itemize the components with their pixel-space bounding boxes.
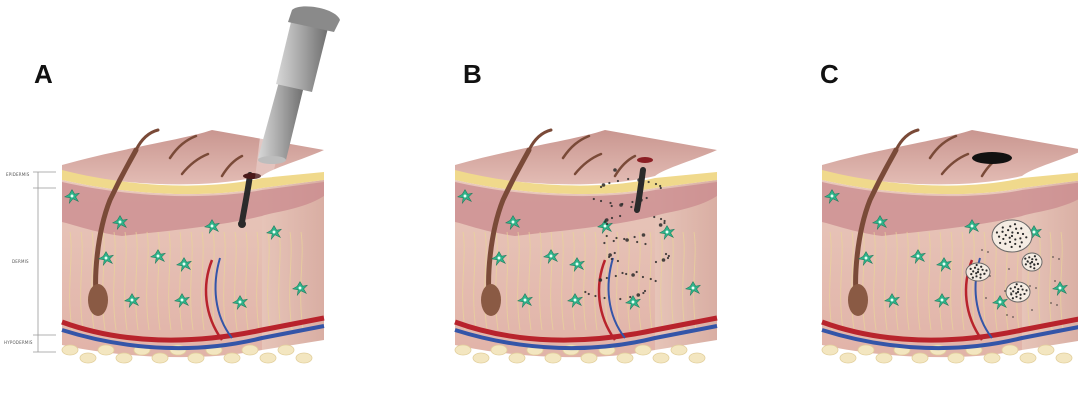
skin-block-c <box>822 130 1078 363</box>
label-hypodermis: HYPODERMIS <box>4 340 33 345</box>
layer-scale: EPIDERMIS DERMIS HYPODERMIS <box>4 172 56 352</box>
label-epidermis: EPIDERMIS <box>6 172 30 177</box>
macrophage-icon <box>1022 253 1042 271</box>
macrophage-icon <box>966 263 990 281</box>
panel-letter-b: B <box>463 59 482 89</box>
macrophage-icon <box>992 220 1032 252</box>
panel-letter-a: A <box>34 59 53 89</box>
macrophage-icon <box>1006 282 1030 302</box>
panel-letter-c: C <box>820 59 839 89</box>
skin-block-b <box>455 130 717 363</box>
skin-block-a <box>62 130 324 363</box>
label-dermis: DERMIS <box>12 259 29 264</box>
